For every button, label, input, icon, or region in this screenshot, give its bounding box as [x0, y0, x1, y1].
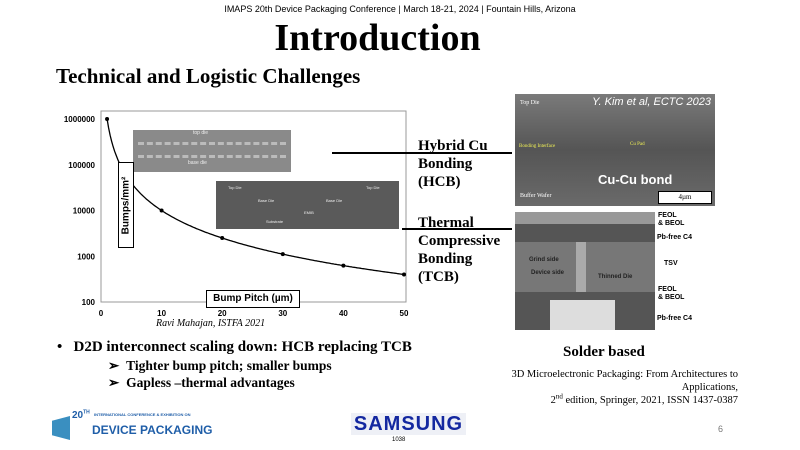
label-line: Thermal [418, 215, 474, 231]
hcb-arrow [332, 152, 512, 154]
bullet-text: D2D interconnect scaling down: HCB repla… [73, 339, 412, 355]
hcb-inset-image: top die base die [133, 130, 291, 172]
sem-label: Bonding Interface [519, 144, 556, 149]
arrow-bullet-icon: ➢ [108, 375, 127, 390]
sponsor-number: 1038 [392, 437, 406, 443]
inset-top-die: top die [193, 130, 209, 136]
y-tick-label: 10000 [73, 207, 96, 216]
x-tick-label: 50 [400, 309, 409, 318]
label-line: Hybrid Cu [418, 138, 488, 154]
conference-logo: 20TH INTERNATIONAL CONFERENCE & EXHIBITI… [52, 410, 212, 442]
reference-text: nd [555, 392, 563, 401]
reference-line-2: 2nd edition, Springer, 2021, ISSN 1437-0… [460, 392, 738, 407]
x-tick-label: 30 [278, 309, 287, 318]
sem-label: Pb-free C4 [657, 234, 693, 241]
conference-header: IMAPS 20th Device Packaging Conference |… [224, 4, 576, 14]
y-axis-label: Bumps/mm² [120, 176, 132, 234]
logo-text: TH [83, 409, 90, 416]
solder-title: Solder based [563, 344, 645, 360]
y-tick-label: 1000000 [64, 115, 96, 124]
x-tick-label: 0 [99, 309, 104, 318]
sem-label: & BEOL [658, 294, 685, 301]
page-number: 6 [718, 424, 724, 434]
y-tick-label: 100000 [68, 161, 95, 170]
data-point [105, 117, 110, 121]
label-line: Compressive [418, 233, 501, 249]
sem-citation: Y. Kim et al, ECTC 2023 [592, 96, 711, 108]
samsung-logo: SAMSUNG [351, 413, 466, 435]
solder-reference: 3D Microelectronic Packaging: From Archi… [460, 368, 738, 407]
sem-bond-label: Cu-Cu bond [598, 172, 673, 187]
sem-label: Buffer Wafer [520, 193, 552, 199]
sub-bullet: ➢ Tighter bump pitch; smaller bumps [108, 358, 332, 374]
logo-text: 20 [72, 410, 84, 421]
logo-cube-icon [52, 416, 70, 440]
main-bullet: • D2D interconnect scaling down: HCB rep… [57, 339, 412, 356]
data-point [341, 263, 346, 268]
sem-label: Cu Pad [630, 142, 645, 147]
y-tick-label: 1000 [77, 252, 95, 261]
slide-subtitle: Technical and Logistic Challenges [56, 64, 361, 88]
inset-label: Top Die [366, 185, 380, 190]
inset-label: Substrate [266, 219, 284, 224]
bullet-text: Tighter bump pitch; smaller bumps [126, 358, 332, 373]
data-point [220, 236, 225, 241]
sem-label: FEOL [658, 212, 677, 219]
arrow-bullet-icon: ➢ [108, 358, 127, 373]
sem-label: & BEOL [658, 220, 685, 227]
inset-bumps [138, 142, 286, 158]
c4-bump [550, 300, 615, 330]
label-line: (HCB) [418, 174, 461, 190]
hcb-label: Hybrid Cu Bonding (HCB) [418, 137, 488, 191]
label-line: (TCB) [418, 269, 459, 285]
x-tick-label: 10 [157, 309, 166, 318]
sem-label: Device side [531, 270, 565, 276]
sub-bullet: ➢ Gapless –thermal advantages [108, 375, 295, 391]
logo-number: 20TH [72, 410, 90, 421]
inset-label: Base Die [326, 198, 343, 203]
data-point [280, 252, 285, 257]
tsv-via [576, 242, 586, 292]
series-line [106, 118, 405, 276]
sem-label: FEOL [658, 286, 677, 293]
x-tick-label: 20 [218, 309, 227, 318]
sem-label: Pb-free C4 [657, 315, 693, 322]
data-point [402, 272, 406, 277]
sem-label: TSV [664, 260, 678, 267]
feol-label-1: FEOL& BEOL [658, 212, 684, 228]
bullet-text: Gapless –thermal advantages [126, 375, 295, 390]
label-line: Bonding [418, 251, 473, 267]
tcb-sem-image: Grind side Device side Thinned Die [515, 212, 655, 330]
y-tick-label: 100 [82, 298, 96, 307]
label-line: Bonding [418, 156, 473, 172]
logo-text: INTERNATIONAL CONFERENCE & EXHIBITION ON [94, 412, 191, 417]
slide-title: Introduction [274, 17, 481, 59]
x-tick-label: 40 [339, 309, 348, 318]
y-axis-label-box: Bumps/mm² [118, 162, 134, 248]
tcb-label: Thermal Compressive Bonding (TCB) [418, 214, 500, 286]
scale-bar: 4µm [658, 191, 712, 204]
inset-label: Top Die [228, 185, 242, 190]
data-point [159, 208, 164, 213]
tcb-arrow [402, 228, 512, 230]
sem-label: Top Die [520, 100, 540, 106]
inset-label: EMIB [304, 210, 314, 215]
hcb-sem-image: Top Die Y. Kim et al, ECTC 2023 Bonding … [515, 94, 715, 206]
sem-label: Grind side [529, 257, 559, 263]
x-axis-label: Bump Pitch (µm) [206, 290, 300, 308]
chart-citation: Ravi Mahajan, ISTFA 2021 [156, 318, 266, 329]
logo-text: DEVICE PACKAGING [92, 423, 213, 437]
inset-base-die: base die [188, 160, 207, 166]
inset-label: Base Die [258, 198, 275, 203]
reference-line: 3D Microelectronic Packaging: From Archi… [511, 369, 738, 393]
feol-layer [515, 212, 655, 224]
reference-text: edition, Springer, 2021, ISSN 1437-0387 [562, 395, 738, 406]
feol-label-2: FEOL& BEOL [658, 286, 684, 302]
bullet-dot: • [57, 339, 74, 355]
reference-text: 2 [550, 395, 556, 406]
sem-label: Thinned Die [598, 274, 633, 280]
tcb-inset-image: Top Die Top Die Base Die Base Die EMIB S… [216, 181, 399, 229]
